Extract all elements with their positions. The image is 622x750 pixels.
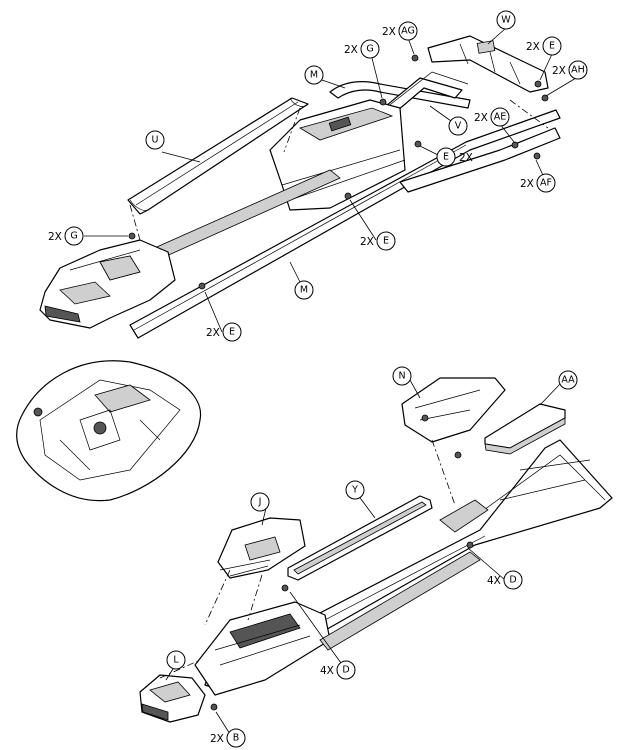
- callout-aa: AA: [558, 370, 578, 390]
- callout-letter: AH: [571, 65, 585, 76]
- callout-letter: B: [233, 733, 240, 744]
- callout-b: 2X B: [210, 728, 246, 748]
- callout-e1: 2X E: [526, 36, 562, 56]
- callout-e4: 2X E: [206, 322, 242, 342]
- callout-letter: D: [342, 665, 349, 676]
- callout-g1: 2X G: [344, 39, 380, 59]
- callout-qty: 2X: [552, 65, 566, 77]
- callout-letter: N: [398, 371, 405, 382]
- callout-ag: 2X AG: [382, 21, 418, 41]
- callout-letter: G: [366, 44, 373, 55]
- callout-qty: 2X: [360, 236, 374, 248]
- callout-letter: L: [173, 655, 179, 666]
- rail-m-lower: [129, 109, 561, 339]
- callout-qty: 2X: [210, 733, 224, 745]
- callout-m2: M: [294, 280, 314, 300]
- callout-qty: 2X: [474, 112, 488, 124]
- leader-lines: [84, 27, 577, 735]
- callout-qty: 4X: [320, 665, 334, 677]
- callout-qty: 2X: [459, 152, 473, 164]
- callout-y: Y: [345, 480, 365, 500]
- callout-qty: 2X: [520, 178, 534, 190]
- callout-v: V: [448, 116, 468, 136]
- callout-letter: AF: [540, 178, 552, 189]
- callout-l: L: [166, 650, 186, 670]
- callout-letter: AE: [494, 112, 507, 123]
- cover-u: [127, 97, 309, 215]
- callout-qty: 2X: [344, 44, 358, 56]
- callout-letter: J: [258, 497, 262, 508]
- callout-letter: E: [443, 152, 449, 163]
- callout-d1: 4X D: [487, 570, 523, 590]
- callout-letter: M: [300, 285, 308, 296]
- callout-letter: W: [501, 15, 511, 26]
- bracket-w: [427, 35, 549, 93]
- callout-af: 2X AF: [520, 173, 556, 193]
- callout-ah: 2X AH: [552, 60, 588, 80]
- front-housing: [39, 239, 176, 329]
- callout-letter: D: [509, 575, 516, 586]
- detail-inset: [16, 360, 202, 502]
- callout-m1: M: [304, 65, 324, 85]
- callout-qty: 2X: [526, 41, 540, 53]
- callout-letter: AG: [401, 26, 415, 37]
- top-frame-right: [399, 127, 561, 193]
- callout-letter: E: [229, 327, 235, 338]
- callout-e2: E 2X: [436, 147, 473, 167]
- callout-j: J: [250, 492, 270, 512]
- callout-ae: 2X AE: [474, 107, 510, 127]
- callout-letter: G: [70, 231, 77, 242]
- callout-e3: 2X E: [360, 231, 396, 251]
- callout-letter: U: [152, 135, 159, 146]
- callout-w: W: [496, 10, 516, 30]
- callout-n: N: [392, 366, 412, 386]
- part-n: [401, 377, 506, 443]
- detail-inset-outline: [16, 360, 202, 502]
- callout-letter: Y: [351, 485, 358, 496]
- callout-qty: 2X: [48, 231, 62, 243]
- callout-letter: M: [310, 70, 318, 81]
- callout-qty: 4X: [487, 575, 501, 587]
- callout-letter: V: [455, 121, 462, 132]
- callout-letter: AA: [561, 375, 575, 386]
- callout-qty: 2X: [206, 327, 220, 339]
- callout-letter: E: [383, 236, 389, 247]
- callout-d2: 4X D: [320, 660, 356, 680]
- top-assembly: [39, 35, 561, 339]
- lower-carriage: [194, 601, 331, 696]
- callout-letter: E: [549, 41, 555, 52]
- bottom-assembly: [139, 377, 613, 723]
- callout-u: U: [145, 130, 165, 150]
- callout-qty: 2X: [382, 26, 396, 38]
- callout-g2: 2X G: [48, 226, 84, 246]
- screw-set-top: [128, 54, 549, 290]
